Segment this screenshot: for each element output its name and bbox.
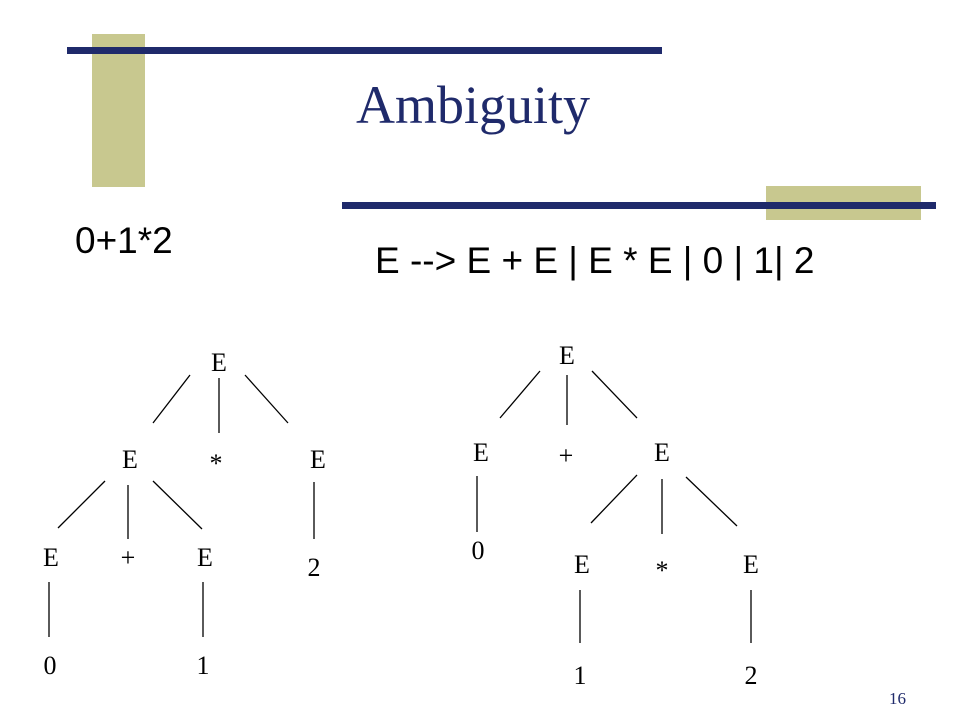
edge <box>244 374 289 424</box>
tree-node: E <box>43 543 59 572</box>
edge <box>685 476 738 527</box>
title-rule-top <box>67 47 662 54</box>
tree-node: E <box>197 543 213 572</box>
grammar-rule: E --> E + E | E * E | 0 | 1| 2 <box>375 240 815 281</box>
page-number: 16 <box>889 689 906 708</box>
edge <box>152 480 203 530</box>
tree-leaf: 2 <box>745 661 758 690</box>
right-tree-edges <box>476 370 752 643</box>
tree-node: E <box>473 438 489 467</box>
tree-node: + <box>559 441 574 470</box>
tree-node: E <box>654 438 670 467</box>
tree-leaf: 1 <box>574 661 587 690</box>
tree-leaf: 0 <box>44 651 57 680</box>
left-tree: E E * E E + E 2 0 1 <box>43 348 326 680</box>
tree-node: E <box>310 445 326 474</box>
tree-node: E <box>574 550 590 579</box>
tree-node: * <box>656 556 669 585</box>
expression-text: 0+1*2 <box>75 220 173 261</box>
tree-leaf: 1 <box>197 651 210 680</box>
tree-leaf: 2 <box>308 553 321 582</box>
edge <box>152 374 191 424</box>
edge <box>591 370 638 419</box>
title-rule-bottom <box>342 202 936 209</box>
edge <box>57 480 106 529</box>
edge <box>499 370 541 419</box>
accent-bar-vertical <box>92 34 145 187</box>
tree-node: E <box>559 341 575 370</box>
tree-node: E <box>211 348 227 377</box>
tree-node: * <box>210 449 223 478</box>
tree-leaf: 0 <box>472 536 485 565</box>
tree-node: E <box>122 445 138 474</box>
tree-node: + <box>121 543 136 572</box>
edge <box>590 474 638 524</box>
slide-title: Ambiguity <box>356 75 591 135</box>
right-tree: E E + E 0 E * E 1 2 <box>472 341 759 690</box>
left-tree-edges <box>48 374 315 637</box>
tree-node: E <box>743 550 759 579</box>
